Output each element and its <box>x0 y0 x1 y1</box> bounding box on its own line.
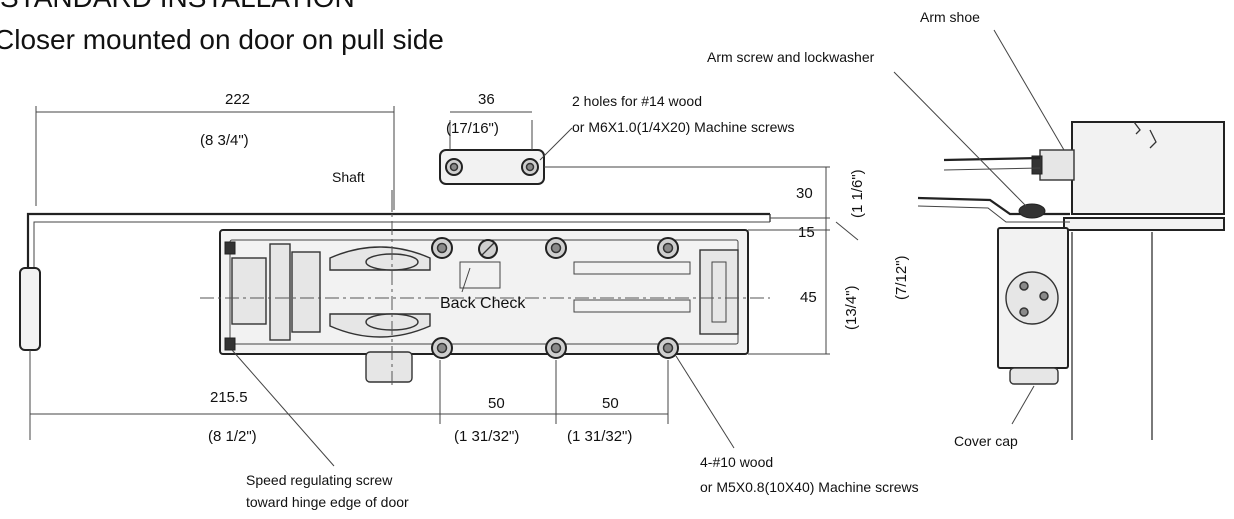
dim-45-in: (13/4") <box>843 285 860 330</box>
label-arm-screw: Arm screw and lockwasher <box>707 49 875 65</box>
dim-30-in: (1 1/6") <box>849 169 866 218</box>
dim-712-in: (7/12") <box>893 255 910 300</box>
door-frame-header <box>1071 121 1225 215</box>
door-panel <box>1071 232 1153 440</box>
closer-arm <box>19 212 771 440</box>
dim-30: 30 <box>796 185 813 202</box>
diagram-subtitle: Closer mounted on door on pull side <box>0 24 444 55</box>
dim-222: 222 <box>225 91 250 108</box>
arm-rod <box>26 212 770 270</box>
side-arm-lower <box>917 196 1070 216</box>
dim-50b-in: (1 31/32") <box>567 428 632 445</box>
cover-cap <box>1009 367 1059 385</box>
label-cover-cap: Cover cap <box>954 433 1018 449</box>
label-back-check: Back Check <box>440 295 526 312</box>
speed-screw-top-icon <box>224 241 236 255</box>
label-holes-line2: or M6X1.0(1/4X20) Machine screws <box>572 119 795 135</box>
label-speed-line1: Speed regulating screw <box>246 472 393 488</box>
label-wood-line2: or M5X0.8(10X40) Machine screws <box>700 479 919 495</box>
dim-2155: 215.5 <box>210 389 248 406</box>
arm-shoe-plate <box>439 120 830 185</box>
side-shaft-circle <box>1005 271 1059 325</box>
shaft-lower-boss <box>365 351 413 383</box>
label-wood-line1: 4-#10 wood <box>700 454 773 470</box>
dim-2155-in: (8 1/2") <box>208 428 257 445</box>
dim-36: 36 <box>478 91 495 108</box>
dim-36-in: (17/16") <box>446 120 499 137</box>
dim-50a: 50 <box>488 395 505 412</box>
dimension-lines <box>30 106 859 424</box>
label-speed-line2: toward hinge edge of door <box>246 494 409 510</box>
label-arm-shoe: Arm shoe <box>920 9 980 25</box>
label-holes-line1: 2 holes for #14 wood <box>572 93 702 109</box>
side-arm-shoe <box>1039 149 1075 181</box>
label-shaft: Shaft <box>332 169 365 185</box>
speed-screw-bottom-icon <box>224 337 236 351</box>
arm-screw-icon <box>1018 203 1046 219</box>
text-labels: Arm shoe Arm screw and lockwasher 2 hole… <box>246 9 1018 510</box>
arm-end-grip <box>19 267 41 351</box>
diagram-title: STANDARD INSTALLATION <box>0 0 355 13</box>
dimension-text: 222 (8 3/4") 36 (17/16") 30 15 45 215.5 … <box>200 91 910 445</box>
arm-rod-inner <box>33 221 770 270</box>
dim-45: 45 <box>800 289 817 306</box>
dim-222-in: (8 3/4") <box>200 132 249 149</box>
side-view <box>893 29 1225 440</box>
mounting-holes <box>431 237 679 359</box>
side-arm-upper <box>943 156 1041 162</box>
dim-50b: 50 <box>602 395 619 412</box>
leader-lines <box>231 127 735 467</box>
closer-body <box>200 196 770 388</box>
dim-15: 15 <box>798 224 815 241</box>
dim-50a-in: (1 31/32") <box>454 428 519 445</box>
